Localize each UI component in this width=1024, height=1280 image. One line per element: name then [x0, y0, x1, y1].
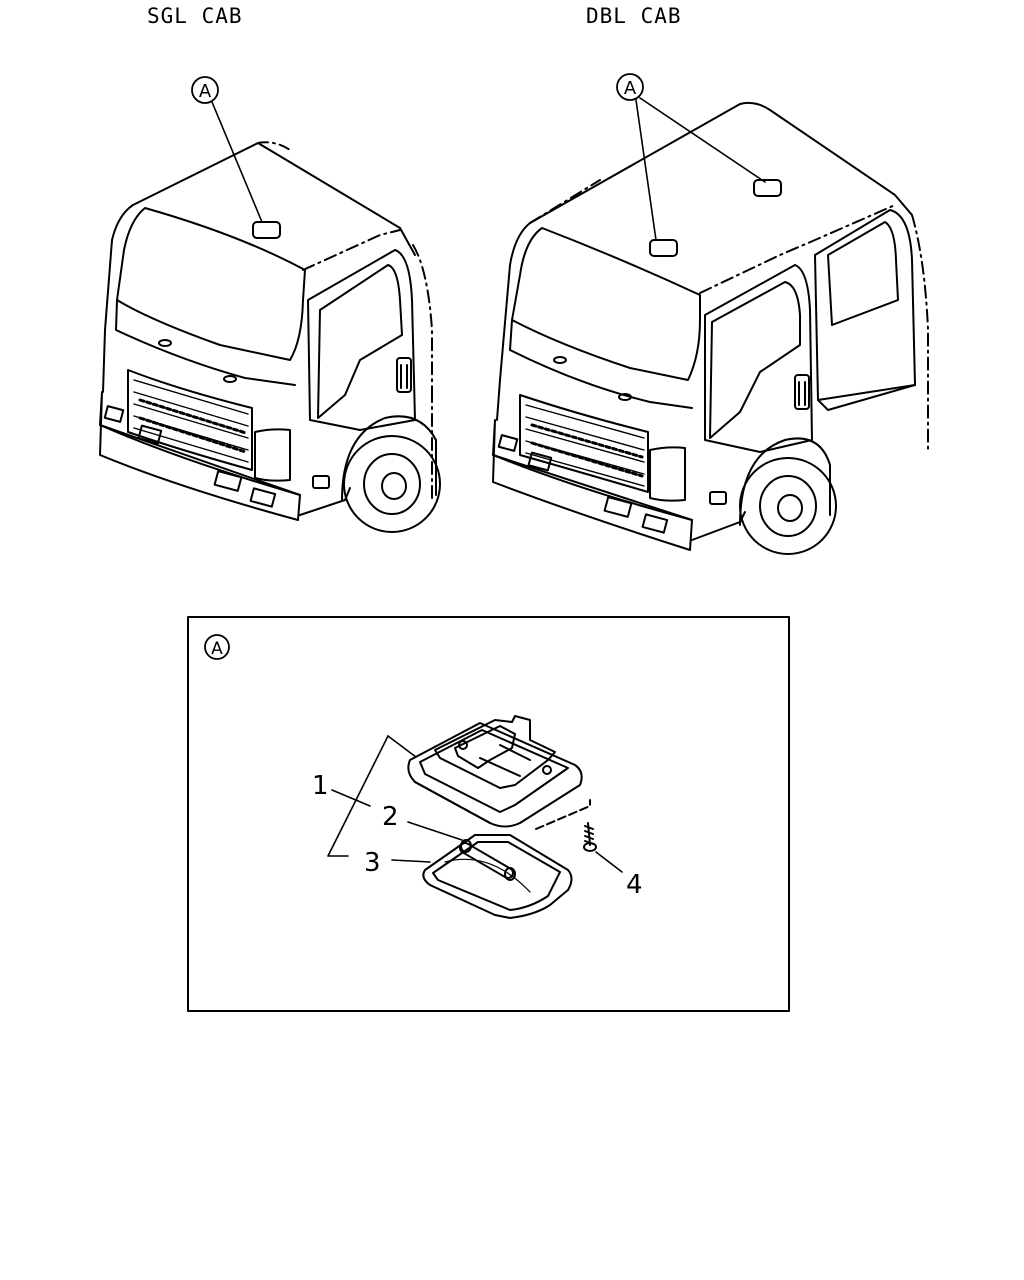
single-cab-title: SGL CAB [147, 4, 243, 28]
single-cab-truck: A [99, 76, 441, 533]
callout-marker-a-double-label: A [624, 78, 637, 99]
detail-marker-a [204, 634, 230, 660]
part-number-3: 3 [364, 848, 381, 878]
detail-view-a: A [187, 616, 790, 1012]
detail-marker-a-label: A [211, 639, 223, 659]
double-cab-title: DBL CAB [586, 4, 682, 28]
single-cab-room-lamp [252, 221, 281, 239]
double-cab-rear-room-lamp [753, 179, 782, 197]
callout-marker-a-double [616, 73, 644, 101]
detail-frame [187, 616, 790, 1012]
double-cab-truck: A [492, 73, 929, 555]
double-cab-front-room-lamp [649, 239, 678, 257]
callout-marker-a-single [191, 76, 219, 104]
lamp-housing [407, 715, 583, 828]
screw [535, 799, 597, 852]
lamp-lens [422, 834, 573, 919]
part-number-1: 1 [312, 771, 329, 801]
part-number-4: 4 [626, 870, 643, 900]
part-number-2: 2 [382, 802, 399, 832]
callout-marker-a-single-label: A [199, 81, 212, 102]
